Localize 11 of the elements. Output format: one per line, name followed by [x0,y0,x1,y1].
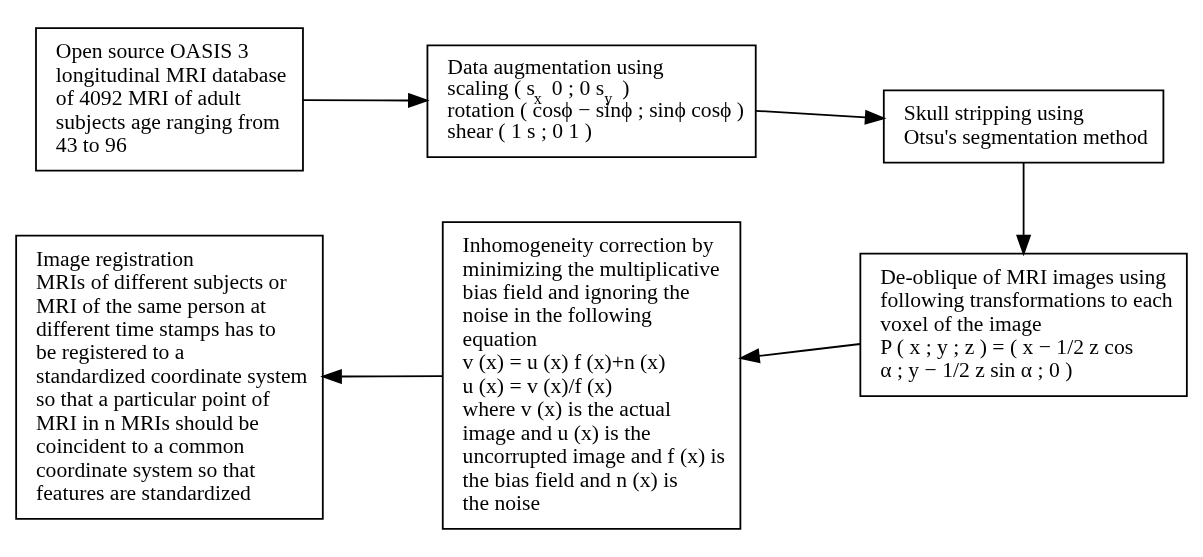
node-box: Data augmentation using scaling ( s$_{x}$ 0 ; 0 s$_{y}$ ) rotation ( cosϕ − sinϕ ; sinϕ cosϕ ) shear ( 1 s ; 0 1 ) [426,44,757,159]
arrow [320,368,443,385]
node-box: Open source OASIS 3 longitudinal MRI database of 4092 MRI of adult subjects age ranging from 43 to 96 [35,27,304,172]
arrow [1016,161,1032,257]
node-box: Image registration MRIs of different subjects or MRI of the same person at different time stamps has to be registered to a standardized coordinate system so that a particular point of MRI in n MRIs should be coincident to a common coordinate system so that features are standardized [15,234,324,520]
node-box: De-oblique of MRI images using following transformations to each voxel of the image P ( x ; y ; z ) = ( x − 1/2 z cos α ; y − 1/2 z sin α ; 0 ) [859,252,1188,398]
arrow [738,343,862,364]
node-box: Inhomogeneity correction by minimizing the multiplicative bias field and ignoring the noise in the following equation v (x) = u (x) f (x)+n (x) u (x) = v (x)/f (x) where v (x) is the actual image and u (x) is the uncorrupted image and f (x) is the bias field and n (x) is the noise [441,221,742,530]
arrow [302,92,430,109]
node-box: Skull stripping using Otsu's segmentation method [882,89,1165,164]
arrow [755,109,887,125]
